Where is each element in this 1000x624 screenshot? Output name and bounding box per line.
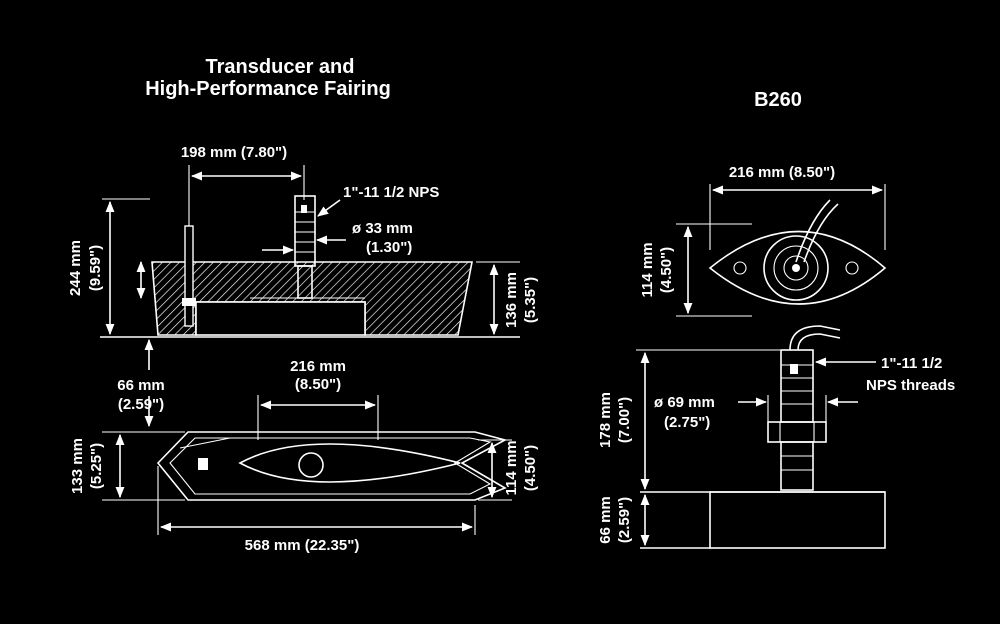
- bottom-114-mm: 114 mm: [503, 440, 520, 495]
- b260-nut: [767, 421, 827, 443]
- b260-side-cable: [789, 325, 841, 351]
- b260-thread-2: NPS threads: [866, 377, 955, 394]
- bottom-133-in: (5.25"): [88, 443, 105, 489]
- b260-side-view: 1"-11 1/2 NPS threads ø 69 mm (2.75") 17…: [597, 325, 955, 549]
- height-136-in: (5.35"): [522, 277, 539, 323]
- transducer-center: [298, 452, 324, 478]
- b260-dia-mm: ø 69 mm: [654, 394, 715, 411]
- transducer-block: [195, 301, 366, 336]
- bottom-114-in: (4.50"): [522, 445, 539, 491]
- b260-body: [709, 491, 886, 549]
- b260-top-view: 216 mm (8.50") 114 mm (4.50"): [639, 164, 887, 317]
- bottom-216-mm: 216 mm: [290, 358, 346, 375]
- b260-114-mm: 114 mm: [639, 242, 656, 297]
- gap-66-mm: 66 mm: [117, 377, 165, 394]
- gap-66-in: (2.59"): [118, 396, 164, 413]
- fairing-bottom-view: 216 mm (8.50") 133 mm (5.25") 114 mm (4.…: [69, 358, 539, 554]
- b260-178-mm: 178 mm: [597, 392, 614, 448]
- dia-33-in: (1.30"): [366, 239, 412, 256]
- b260-114-in: (4.50"): [658, 247, 675, 293]
- height-244-mm: 244 mm: [67, 240, 84, 296]
- height-136-mm: 136 mm: [503, 272, 520, 328]
- left-title-line2: High-Performance Fairing: [145, 78, 391, 100]
- bottom-133-mm: 133 mm: [69, 438, 86, 494]
- b260-width: 216 mm (8.50"): [729, 164, 835, 181]
- transducer-eye: [238, 443, 461, 483]
- b260-eye-outline: [708, 230, 887, 305]
- bottom-216-in: (8.50"): [295, 376, 341, 393]
- b260-178-in: (7.00"): [616, 397, 633, 443]
- left-title-line1: Transducer and: [206, 56, 355, 78]
- right-title: B260: [754, 89, 802, 111]
- length-568: 568 mm (22.35"): [245, 537, 360, 554]
- b260-stem: [780, 349, 814, 423]
- dim-top-width: 198 mm (7.80"): [181, 144, 287, 161]
- b260-housing: [763, 235, 829, 301]
- height-244-in: (9.59"): [87, 245, 104, 291]
- b260-dia-in: (2.75"): [664, 414, 710, 431]
- b260-66-mm: 66 mm: [597, 496, 614, 544]
- dia-33-mm: ø 33 mm: [352, 220, 413, 237]
- fairing-side-view: 198 mm (7.80") 1"-11 1/2 NPS ø 33 mm (1.…: [67, 144, 539, 428]
- b260-thread-1: 1"-11 1/2: [881, 355, 942, 372]
- thread-left-label: 1"-11 1/2 NPS: [343, 184, 439, 201]
- fairing-plan-outline: [156, 431, 508, 501]
- b260-66-in: (2.59"): [616, 497, 633, 543]
- b260-cable: [795, 199, 831, 263]
